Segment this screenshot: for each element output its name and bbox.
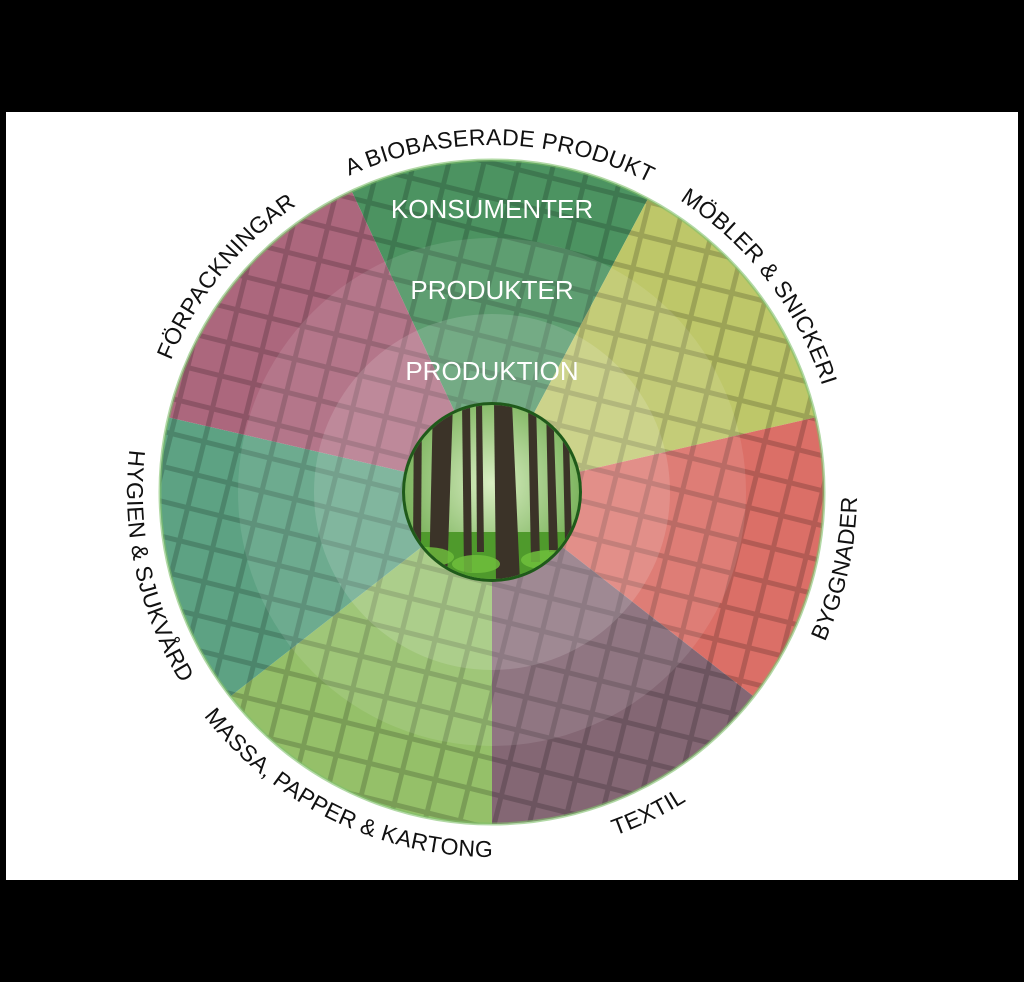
ring-label-production: PRODUKTION (405, 356, 578, 386)
ring-label-products: PRODUKTER (410, 275, 573, 305)
diagram-canvas: KONSUMENTER PRODUKTER PRODUKTION (6, 112, 1018, 880)
outer-rim (158, 158, 826, 826)
wheel-diagram: KONSUMENTER PRODUKTER PRODUKTION (6, 112, 862, 862)
ring-label-consumers: KONSUMENTER (391, 194, 593, 224)
